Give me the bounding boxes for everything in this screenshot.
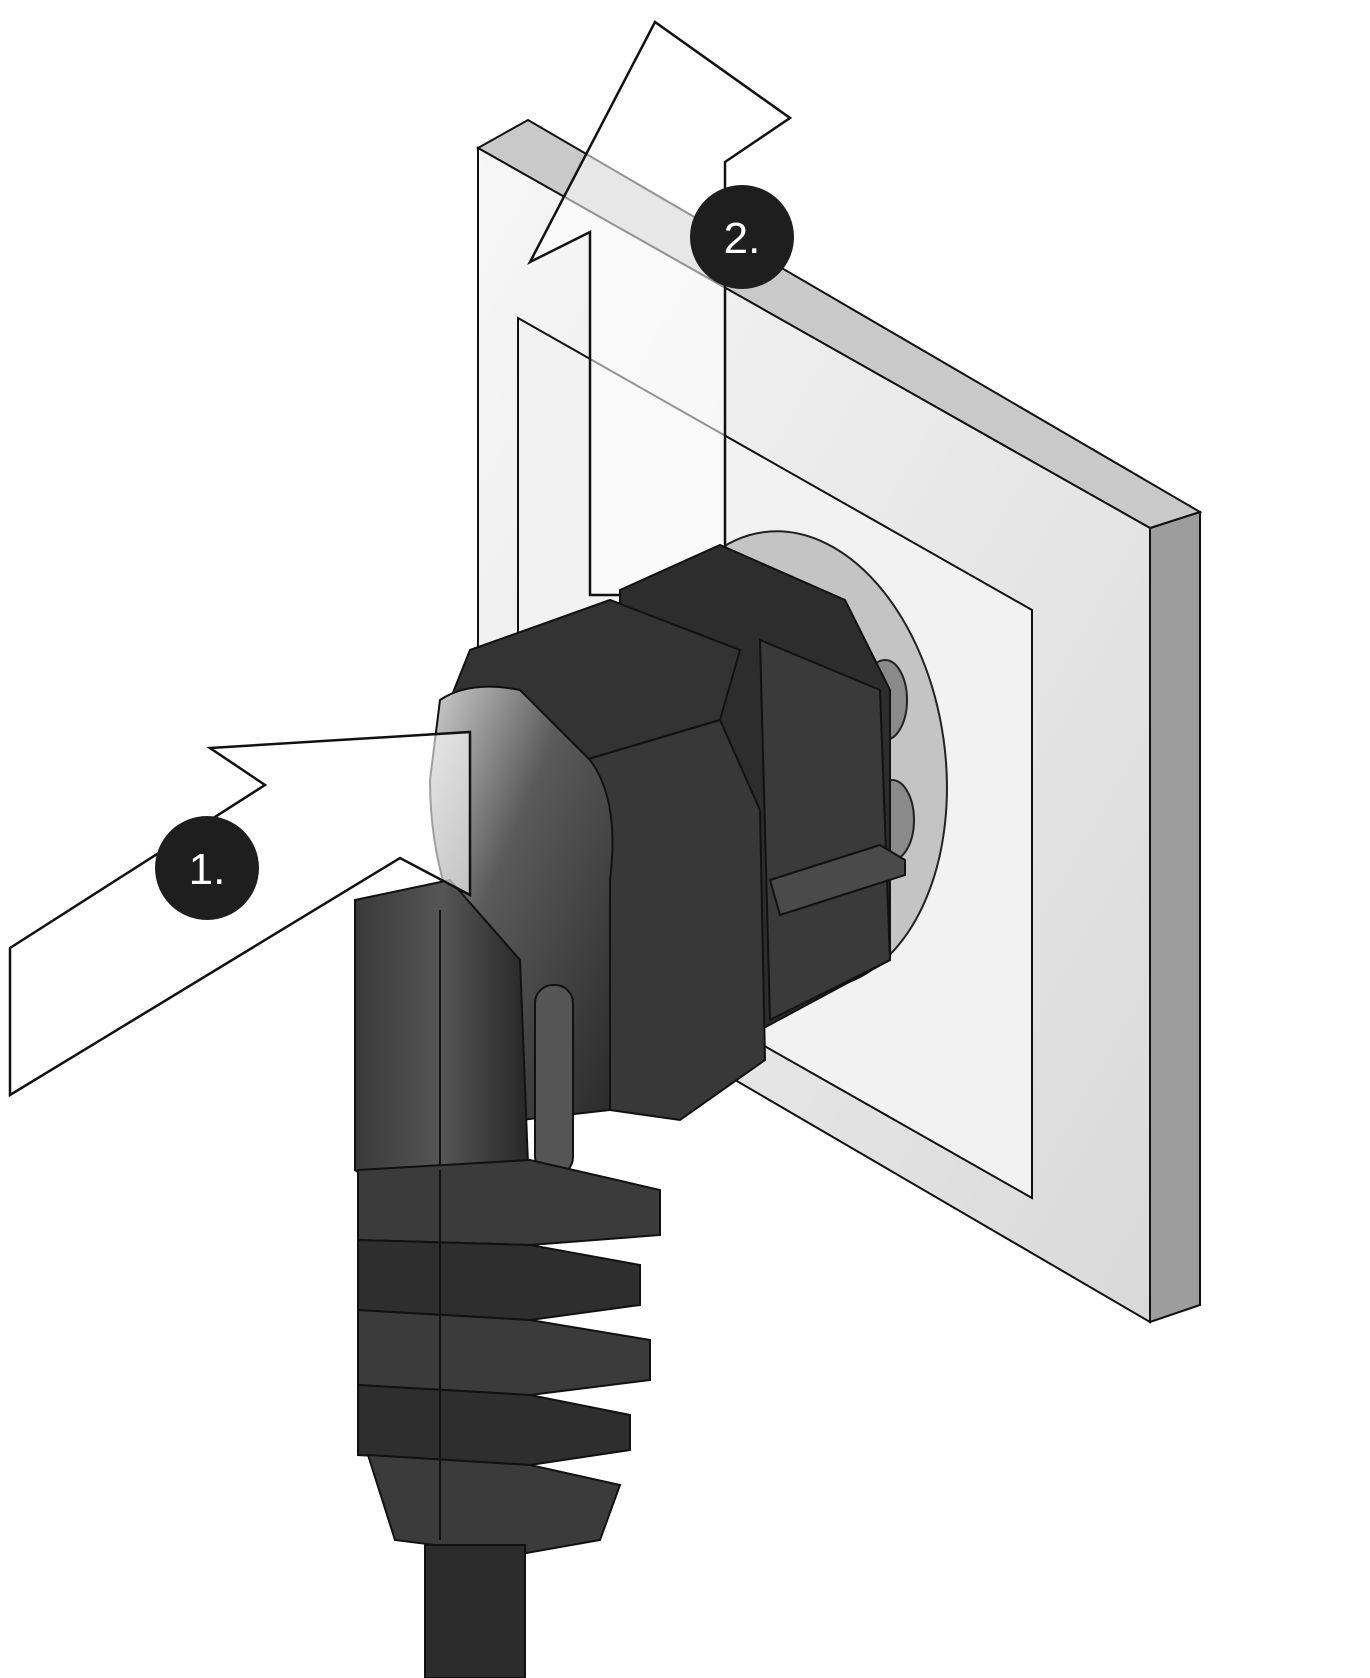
plug-side-clip bbox=[768, 843, 906, 917]
plug-middle-face bbox=[583, 718, 767, 1122]
arrow-step-2 bbox=[527, 20, 793, 597]
plug-grip-ridge bbox=[534, 984, 574, 1176]
arrow-step-2-shape bbox=[527, 20, 793, 597]
cable bbox=[424, 1544, 526, 1678]
arrow-step-1 bbox=[8, 730, 472, 1098]
strain-relief bbox=[357, 1158, 661, 1557]
step-badge-2-label: 2. bbox=[724, 214, 761, 263]
arrow-step-1-shape bbox=[8, 730, 472, 1098]
plug-right-face bbox=[758, 638, 892, 1022]
step-badge-1-label: 1. bbox=[189, 845, 226, 894]
step-badge-2: 2. bbox=[690, 185, 794, 289]
step-badge-1: 1. bbox=[155, 816, 259, 920]
plate-side bbox=[1149, 510, 1201, 1324]
power-plug bbox=[354, 543, 906, 1232]
